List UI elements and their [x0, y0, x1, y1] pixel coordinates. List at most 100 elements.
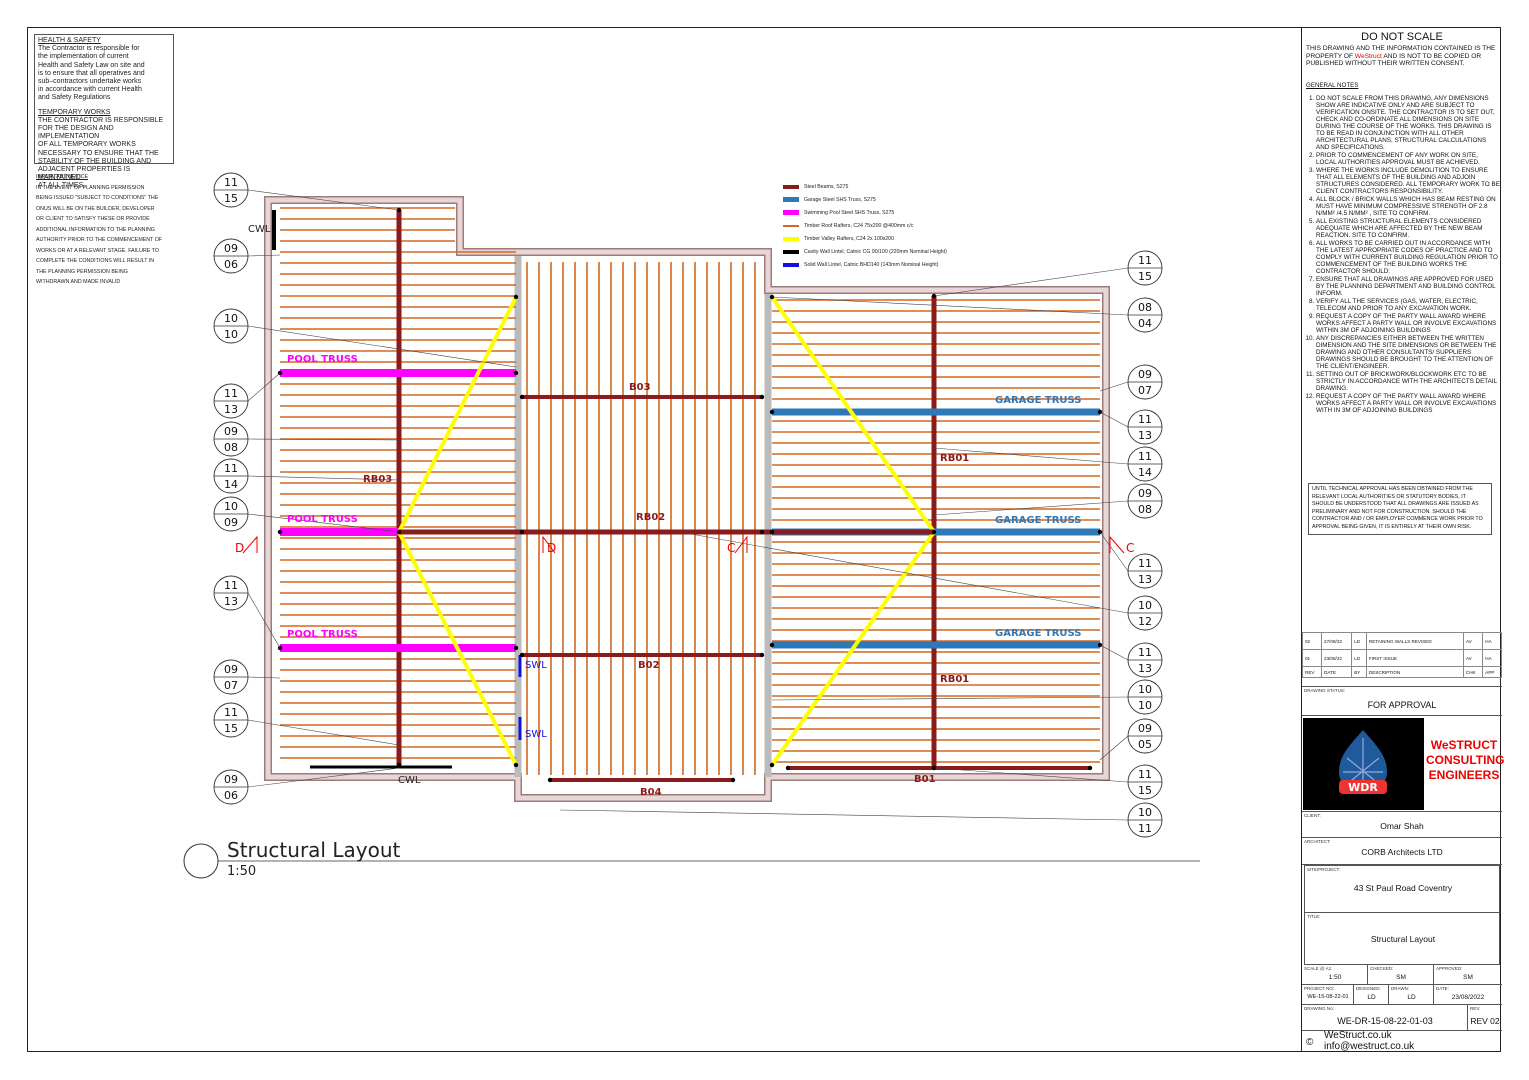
property-text-1: THIS DRAWING AND THE INFORMATION CONTAIN… [1306, 45, 1496, 60]
reference-detail: 10 [224, 328, 238, 341]
revision-app: HA [1482, 649, 1502, 667]
website-link[interactable]: WeStruct.co.uk [1324, 1030, 1392, 1041]
reference-detail: 04 [1138, 317, 1152, 330]
drawing-number: WE-DR-15-08-22-01-03 [1337, 1016, 1433, 1026]
contact-details: WeStruct.co.uk info@westruct.co.uk [1324, 1030, 1415, 1052]
leader-line [1099, 644, 1129, 661]
leader-line [1099, 735, 1129, 761]
reference-sheet: 11 [224, 176, 238, 189]
email-link[interactable]: info@westruct.co.uk [1324, 1040, 1415, 1052]
company-name-line-1: WeSTRUCT [1430, 738, 1498, 752]
do-not-scale: DO NOT SCALE [1361, 31, 1443, 43]
garage-truss-label-2: GARAGE TRUSS [995, 515, 1082, 526]
project-cell: PROJECT NO: WE-15-08-22-01 [1302, 985, 1354, 1005]
drawing-title: Structural Layout [227, 838, 400, 862]
leader-line [933, 767, 1129, 783]
revision-rev: 01 [1301, 649, 1323, 667]
designed: LD [1367, 994, 1376, 1001]
legend-item: Swimming Pool Steel SHS Truss, S275 [783, 206, 1003, 219]
reference-detail: 13 [224, 595, 238, 608]
important-notice-text: IN THE EVENT OF PLANNING PERMISSION BEIN… [36, 184, 163, 286]
beam-node [785, 765, 791, 771]
beam-node [513, 370, 519, 376]
revision-date: 27/08/22 [1321, 632, 1353, 650]
checked: SM [1396, 974, 1406, 981]
reference-detail: 08 [1138, 503, 1152, 516]
valley-rafter-2 [397, 531, 518, 766]
drawing-status: FOR APPROVAL [1367, 700, 1437, 710]
beam-label-b03: B03 [629, 382, 651, 393]
general-note: VERIFY ALL THE SERVICES (GAS, WATER, ELE… [1316, 298, 1500, 312]
leader-line [933, 267, 1129, 297]
site-cell: SITE/PROJECT: 43 St Paul Road Coventry [1304, 865, 1500, 913]
revision-chk: AV [1462, 649, 1484, 667]
beam-node [396, 762, 402, 768]
reference-detail: 13 [1138, 429, 1152, 442]
beam-node [1087, 765, 1093, 771]
beam-node [769, 762, 775, 768]
beam-label-rb01-upper: RB01 [940, 453, 969, 464]
section-marker-d-left: D [235, 541, 244, 555]
legend-label: Solid Wall Lintel, Catnic BHD140 (143mm … [804, 261, 939, 268]
checked-label: CHECKED: [1370, 966, 1394, 971]
leader-line [247, 592, 281, 649]
general-note: PRIOR TO COMMENCEMENT OF ANY WORK ON SIT… [1316, 152, 1500, 166]
company-logo: WDR [1303, 718, 1424, 810]
beam-node [730, 777, 736, 783]
legend-item: Cavity Wall Lintel, Catnic CG 90/100 (22… [783, 245, 1003, 258]
designed-cell: DESIGNED: LD [1354, 985, 1389, 1005]
scale-cell: SCALE @ A1: 1:50 [1302, 965, 1368, 985]
scale: 1:50 [1328, 974, 1342, 981]
reference-sheet: 11 [224, 579, 238, 592]
reference-sheet: 09 [1138, 722, 1152, 735]
reference-sheet: 09 [1138, 368, 1152, 381]
project-label: PROJECT NO: [1304, 986, 1335, 991]
pool-truss-label-1: POOL TRUSS [287, 354, 358, 365]
revision-date: 23/08/22 [1321, 649, 1353, 667]
structural-plan: 1115090610101113090811141009111309071115… [183, 172, 1200, 879]
title-bubble [183, 843, 219, 879]
reference-detail: 13 [1138, 573, 1152, 586]
reference-sheet: 09 [1138, 487, 1152, 500]
drawing-number-cell: DRAWING No: WE-DR-15-08-22-01-03 [1302, 1005, 1468, 1031]
logo-area: WDR WeSTRUCT CONSULTING ENGINEERS [1302, 716, 1505, 812]
reference-detail: 05 [1138, 738, 1152, 751]
pool-truss-label-3: POOL TRUSS [287, 629, 358, 640]
company-name-line-2: CONSULTING [1426, 753, 1505, 767]
swl-label-lower: SWL [525, 729, 547, 740]
revision-by: LD [1351, 632, 1367, 650]
legend-label: Timber Roof Rafters, C24 75x200 @400mm c… [804, 222, 914, 229]
general-note: ALL EXISTING STRUCTURAL ELEMENTS CONSIDE… [1316, 218, 1500, 239]
reference-detail: 10 [1138, 699, 1152, 712]
leader-line [933, 447, 1129, 465]
beam-node [513, 762, 519, 768]
pool-truss-label-2: POOL TRUSS [287, 514, 358, 525]
legend-swatch [783, 236, 799, 241]
swl-label-upper: SWL [525, 660, 547, 671]
leader-line [933, 500, 1129, 516]
beam-node [931, 529, 937, 535]
leader-line [247, 254, 281, 257]
general-note: ANY DISCREPANCIES EITHER BETWEEN THE WRI… [1316, 335, 1500, 370]
logo-emblem-icon: WDR [1339, 730, 1387, 794]
client-label: CLIENT: [1304, 813, 1321, 818]
reference-sheet: 11 [224, 462, 238, 475]
leader-line [247, 719, 400, 746]
scale-label: SCALE @ A1: [1304, 966, 1333, 971]
legend-label: Garage Steel SHS Truss, S275 [804, 196, 876, 203]
beam-label-b01: B01 [914, 774, 936, 785]
legend-swatch [783, 210, 799, 215]
leader-line [1099, 411, 1129, 428]
legend-label: Steel Beams, S275 [804, 183, 849, 190]
general-note: ALL WORKS TO BE CARRIED OUT IN ACCORDANC… [1316, 240, 1500, 275]
reference-detail: 15 [1138, 784, 1152, 797]
reference-sheet: 11 [1138, 557, 1152, 570]
garage-truss-label-3: GARAGE TRUSS [995, 628, 1082, 639]
general-notes: DO NOT SCALE FROM THIS DRAWING, ANY DIME… [1304, 95, 1500, 415]
legend-swatch [783, 184, 799, 189]
reference-detail: 09 [224, 516, 238, 529]
revision-rev: REV [1301, 666, 1323, 678]
reference-sheet: 09 [224, 242, 238, 255]
section-marker-c-right: C [1126, 541, 1134, 555]
legend-item: Timber Roof Rafters, C24 75x200 @400mm c… [783, 219, 1003, 232]
